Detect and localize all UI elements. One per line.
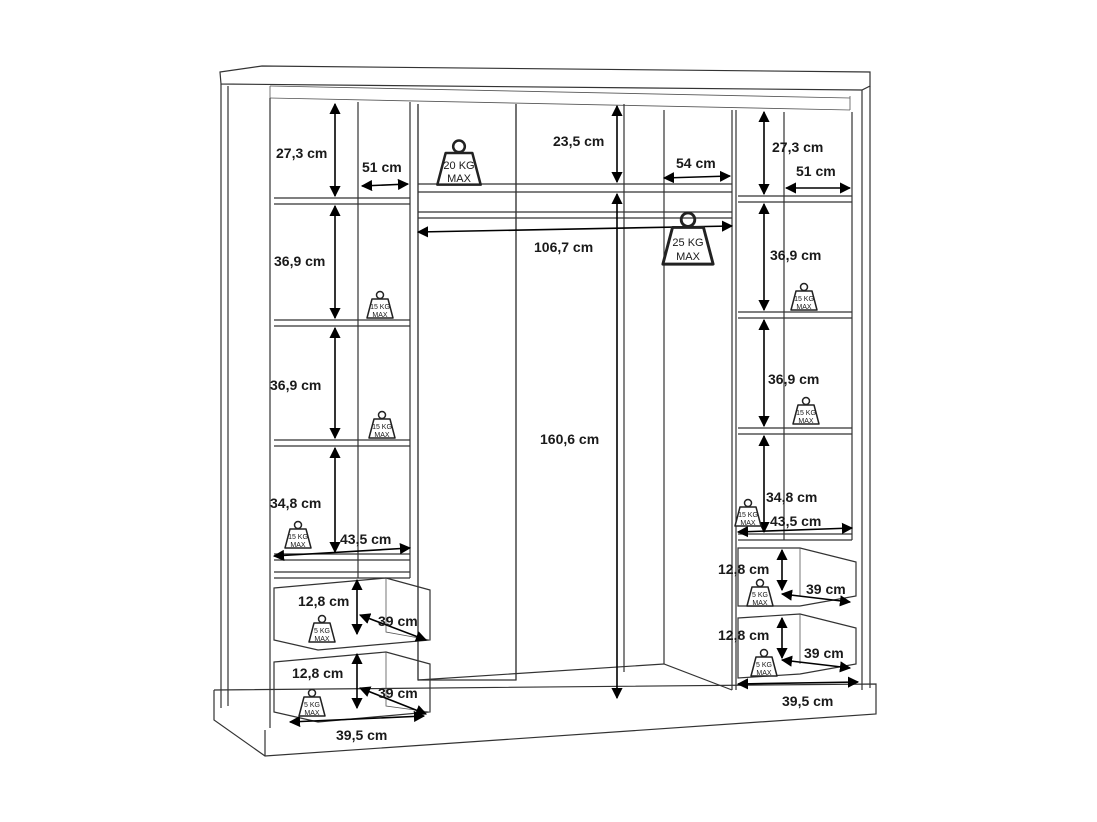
left-h4-label: 34,8 cm: [270, 495, 321, 511]
right-d1-height-label: 12,8 cm: [718, 561, 769, 577]
dimension-labels: 27,3 cm 51 cm 36,9 cm 36,9 cm 34,8 cm 43…: [270, 133, 846, 743]
left-h1-label: 27,3 cm: [276, 145, 327, 161]
svg-text:5 KG: 5 KG: [752, 592, 768, 599]
left-width-label: 51 cm: [362, 159, 402, 175]
svg-text:MAX: MAX: [290, 542, 306, 549]
left-drawer-width-label: 39,5 cm: [336, 727, 387, 743]
right-h3-label: 36,9 cm: [768, 371, 819, 387]
svg-text:5 KG: 5 KG: [314, 628, 330, 635]
middle-section: [417, 104, 733, 691]
svg-text:MAX: MAX: [676, 251, 701, 263]
right-d1-depth-label: 39 cm: [806, 581, 846, 597]
right-depth-label: 43,5 cm: [770, 513, 821, 529]
svg-text:15 KG: 15 KG: [288, 534, 308, 541]
right-drawer-width-label: 39,5 cm: [782, 693, 833, 709]
svg-text:MAX: MAX: [304, 710, 320, 717]
weight-icon-5kg: 5 KG MAX: [298, 688, 326, 717]
weight-icon-15kg: 15 KG MAX: [792, 396, 820, 425]
weight-icon-5kg: 5 KG MAX: [308, 614, 336, 643]
center-hang-label: 160,6 cm: [540, 431, 599, 447]
left-h3-label: 36,9 cm: [270, 377, 321, 393]
right-h4-label: 34,8 cm: [766, 489, 817, 505]
right-h2-label: 36,9 cm: [770, 247, 821, 263]
left-d2-height-label: 12,8 cm: [292, 665, 343, 681]
svg-text:MAX: MAX: [796, 304, 812, 311]
weight-icon-15kg: 15 KG MAX: [790, 282, 818, 311]
svg-text:15 KG: 15 KG: [738, 512, 758, 519]
dimension-arrows: [272, 102, 860, 728]
weight-icon-15kg: 15 KG MAX: [284, 520, 312, 549]
right-d2-height-label: 12,8 cm: [718, 627, 769, 643]
weight-icon-15kg: 15 KG MAX: [734, 498, 762, 527]
left-d1-depth-label: 39 cm: [378, 613, 418, 629]
center-top-label: 23,5 cm: [553, 133, 604, 149]
weight-icon-15kg: 15 KG MAX: [366, 290, 394, 319]
svg-text:MAX: MAX: [447, 173, 472, 185]
svg-text:25 KG: 25 KG: [672, 237, 703, 249]
weight-icon-5kg: 5 KG MAX: [750, 648, 778, 677]
svg-text:5 KG: 5 KG: [756, 662, 772, 669]
left-h2-label: 36,9 cm: [274, 253, 325, 269]
svg-text:15 KG: 15 KG: [370, 304, 390, 311]
svg-text:15 KG: 15 KG: [796, 410, 816, 417]
cabinet: [213, 65, 877, 757]
svg-text:20 KG: 20 KG: [443, 160, 474, 172]
svg-text:MAX: MAX: [756, 670, 772, 677]
svg-text:5 KG: 5 KG: [304, 702, 320, 709]
center-width-label: 106,7 cm: [534, 239, 593, 255]
right-d2-depth-label: 39 cm: [804, 645, 844, 661]
center-inner-width-label: 54 cm: [676, 155, 716, 171]
left-column: [269, 98, 431, 728]
weight-icon-25kg: 25 KG MAX: [661, 211, 715, 266]
right-h1-label: 27,3 cm: [772, 139, 823, 155]
svg-text:15 KG: 15 KG: [372, 424, 392, 431]
svg-text:MAX: MAX: [314, 636, 330, 643]
right-width-label: 51 cm: [796, 163, 836, 179]
svg-text:MAX: MAX: [798, 418, 814, 425]
svg-text:MAX: MAX: [372, 312, 388, 319]
svg-text:15 KG: 15 KG: [794, 296, 814, 303]
left-depth-label: 43,5 cm: [340, 531, 391, 547]
svg-text:MAX: MAX: [374, 432, 390, 439]
svg-text:MAX: MAX: [752, 600, 768, 607]
weight-icon-5kg: 5 KG MAX: [746, 578, 774, 607]
left-d2-depth-label: 39 cm: [378, 685, 418, 701]
weight-icon-20kg: 20 KG MAX: [435, 139, 483, 187]
weight-icon-15kg: 15 KG MAX: [368, 410, 396, 439]
left-d1-height-label: 12,8 cm: [298, 593, 349, 609]
svg-text:MAX: MAX: [740, 520, 756, 527]
